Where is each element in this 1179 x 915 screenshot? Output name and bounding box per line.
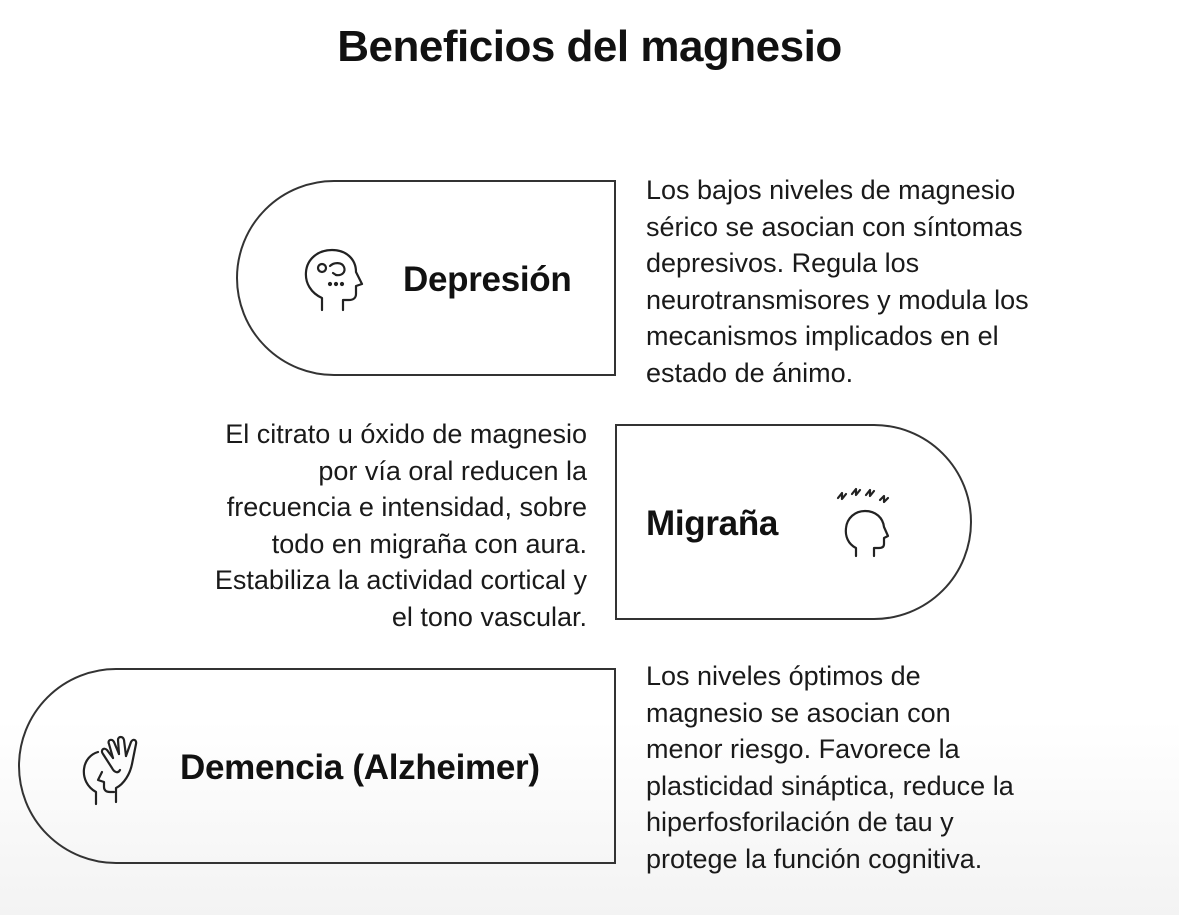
description-demencia: Los niveles óptimos de magnesio se asoci…	[646, 658, 1014, 877]
description-line: hiperfosforilación de tau y	[646, 807, 954, 837]
description-line: protege la función cognitiva.	[646, 843, 983, 874]
description-line: Estabiliza la actividad cortical y	[214, 565, 587, 595]
description-line: menor riesgo. Favorece la	[646, 734, 960, 764]
description-line: el tono vascular.	[391, 601, 587, 632]
head-thought-icon	[298, 244, 370, 316]
description-depresion: Los bajos niveles de magnesio sérico se …	[646, 172, 1029, 391]
pill-migrana	[615, 424, 972, 620]
description-line: Los bajos niveles de magnesio	[646, 175, 1016, 205]
page-title: Beneficios del magnesio	[337, 22, 842, 71]
pill-label-migrana: Migraña	[646, 504, 779, 543]
description-line: sérico se asocian con síntomas	[646, 211, 1023, 242]
pill-depresion	[236, 180, 616, 376]
description-line: magnesio se asocian con	[646, 697, 951, 728]
description-line: Los niveles óptimos de	[646, 661, 921, 691]
description-line: neurotransmisores y modula los	[646, 284, 1029, 315]
description-line: todo en migraña con aura.	[271, 528, 587, 559]
description-line: El citrato u óxido de magnesio	[225, 419, 587, 449]
pill-label-depresion: Depresión	[403, 260, 572, 299]
description-line: mecanismos implicados en el	[646, 321, 999, 351]
hand-on-head-icon	[76, 728, 152, 808]
description-line: depresivos. Regula los	[646, 248, 920, 278]
description-line: frecuencia e intensidad, sobre	[226, 492, 587, 522]
description-line: por vía oral reducen la	[318, 455, 587, 486]
description-line: plasticidad sináptica, reduce la	[646, 770, 1014, 801]
pill-label-demencia: Demencia (Alzheimer)	[180, 748, 540, 787]
description-line: estado de ánimo.	[646, 357, 854, 388]
pill-demencia	[18, 668, 616, 864]
description-migrana: El citrato u óxido de magnesio por vía o…	[215, 416, 587, 635]
headache-icon	[828, 484, 908, 564]
